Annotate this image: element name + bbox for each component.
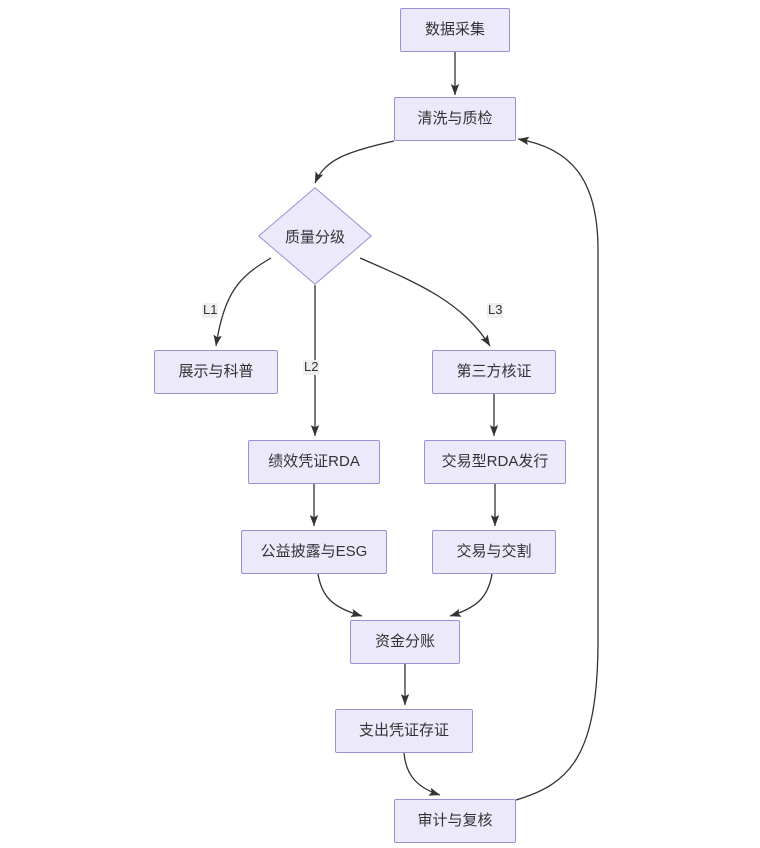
edge-n9-to-n10: [449, 573, 493, 617]
decision-node-n3[interactable]: 质量分级: [258, 187, 372, 285]
edge-n3-to-n4: [213, 257, 272, 347]
process-node-n8[interactable]: 公益披露与ESG: [241, 530, 387, 574]
diamond-shape: [258, 187, 372, 285]
process-node-n12[interactable]: 审计与复核: [394, 799, 516, 843]
edge-n8-to-n10: [317, 573, 363, 617]
node-label: 质量分级: [284, 228, 345, 246]
edge-label-l1: L1: [202, 302, 219, 318]
edge-n2-to-n3: [314, 140, 395, 184]
node-label: 数据采集: [424, 20, 485, 38]
edge-n3-to-n5: [359, 257, 491, 347]
process-node-n9[interactable]: 交易与交割: [432, 530, 556, 574]
process-node-n4[interactable]: 展示与科普: [154, 350, 278, 394]
node-label: 清洗与质检: [417, 109, 493, 127]
node-label: 公益披露与ESG: [260, 542, 368, 560]
edge-label-l2: L2: [303, 359, 320, 375]
edge-n12-to-n2: [515, 136, 599, 801]
process-node-n2[interactable]: 清洗与质检: [394, 97, 516, 141]
node-label: 资金分账: [374, 632, 435, 650]
node-label: 交易与交割: [456, 542, 532, 560]
node-label: 绩效凭证RDA: [268, 452, 360, 470]
edge-label-l3: L3: [487, 302, 504, 318]
edge-n11-to-n12: [403, 752, 441, 796]
process-node-n10[interactable]: 资金分账: [350, 620, 460, 664]
node-label: 支出凭证存证: [358, 721, 449, 739]
node-label: 交易型RDA发行: [441, 452, 549, 470]
node-label: 第三方核证: [456, 362, 532, 380]
node-label: 审计与复核: [417, 811, 493, 829]
process-node-n5[interactable]: 第三方核证: [432, 350, 556, 394]
node-label: 展示与科普: [178, 362, 254, 380]
process-node-n11[interactable]: 支出凭证存证: [335, 709, 473, 753]
process-node-n7[interactable]: 交易型RDA发行: [424, 440, 566, 484]
process-node-n6[interactable]: 绩效凭证RDA: [248, 440, 380, 484]
process-node-n1[interactable]: 数据采集: [400, 8, 510, 52]
